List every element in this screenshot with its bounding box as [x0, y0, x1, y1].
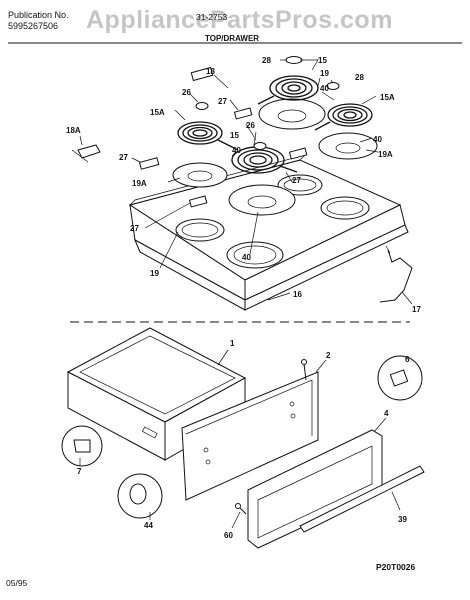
leader-lines-top — [79, 59, 413, 305]
callout-40-top: 40 — [320, 84, 329, 93]
callout-labels: 28 15 18 19 28 26 27 40 15A 15A 26 15 40… — [66, 56, 421, 540]
drip-bowl-19A-left — [172, 162, 228, 188]
callout-19A-left: 19A — [132, 179, 147, 188]
callout-19-lower: 19 — [150, 269, 159, 278]
callout-16: 16 — [293, 290, 302, 299]
cooktop-assembly — [128, 154, 409, 311]
cooktop-lip-right — [244, 224, 409, 311]
drip-bowl-19A-right — [318, 132, 378, 160]
watermark: AppliancePartsPros.com — [86, 6, 393, 34]
element-15A-left — [177, 121, 239, 151]
bracket-18A — [77, 144, 101, 159]
cap-28-top — [285, 56, 303, 64]
callout-19-top: 19 — [320, 69, 329, 78]
callout-6: 6 — [405, 355, 410, 364]
callout-27-top: 27 — [218, 97, 227, 106]
drip-bowl-19-rear-center — [277, 109, 307, 123]
callout-60: 60 — [224, 531, 233, 540]
small-parts — [71, 56, 340, 208]
knob-26-center — [253, 142, 267, 150]
leader-lines-bottom — [79, 349, 401, 529]
callout-1: 1 — [230, 339, 235, 348]
callout-15A-right: 15A — [380, 93, 395, 102]
callout-27-center: 27 — [292, 176, 301, 185]
bracket-27-b — [233, 107, 253, 120]
callout-26-left: 26 — [182, 88, 191, 97]
callout-44: 44 — [144, 521, 153, 530]
callout-15-center: 15 — [230, 131, 239, 140]
inset-details — [61, 355, 423, 519]
date-code: 05/95 — [6, 578, 28, 588]
wire-17 — [379, 249, 413, 303]
bracket-27-d — [188, 195, 208, 208]
burner-well-left-front — [175, 218, 225, 242]
callout-2: 2 — [326, 351, 331, 360]
callout-27-lower: 27 — [130, 224, 139, 233]
burner-well-right-front — [320, 196, 370, 220]
drawer-assembly — [66, 327, 425, 549]
callout-15-top: 15 — [318, 56, 327, 65]
publication-number: 5995267506 — [8, 21, 59, 31]
publication-label: Publication No. — [8, 10, 69, 20]
drip-bowl-19-front — [228, 184, 296, 216]
bracket-27-a — [138, 157, 160, 170]
callout-18A: 18A — [66, 126, 81, 135]
burner-well-right-rear — [277, 174, 323, 196]
callout-7: 7 — [77, 467, 82, 476]
callout-15A-left: 15A — [150, 108, 165, 117]
callout-17: 17 — [412, 305, 421, 314]
callout-19A-right: 19A — [378, 150, 393, 159]
callout-40-lower: 40 — [242, 253, 251, 262]
knob-26-left — [195, 102, 209, 110]
doc-number: 31-2753 — [196, 12, 228, 22]
drawer-front-panel — [181, 371, 319, 501]
callout-40-right: 40 — [373, 135, 382, 144]
drip-bowls — [172, 98, 378, 216]
bracket-27-c — [288, 147, 308, 160]
callout-18: 18 — [206, 67, 215, 76]
callout-40-center: 40 — [232, 146, 241, 155]
section-title: TOP/DRAWER — [205, 34, 260, 43]
callout-28-right: 28 — [355, 73, 364, 82]
callout-28-top: 28 — [262, 56, 271, 65]
burner-well-right-front-inner — [326, 200, 364, 216]
element-15A-right — [314, 103, 373, 131]
callout-39: 39 — [398, 515, 407, 524]
callout-27-left: 27 — [119, 153, 128, 162]
burner-well-left-front-inner — [181, 222, 219, 238]
drawer-box-inner — [79, 335, 236, 415]
receptacle-18 — [190, 66, 214, 82]
burner-well-center-front-inner — [233, 245, 277, 265]
element-15-rear — [257, 75, 319, 105]
burner-well-right-rear-inner — [283, 178, 317, 192]
drip-bowl-19A-right-center — [335, 142, 361, 154]
drawer-handle — [299, 465, 425, 533]
callout-26-center: 26 — [246, 121, 255, 130]
drip-bowl-19A-left-center — [187, 170, 213, 182]
drip-bowl-19-front-center — [247, 195, 277, 209]
callout-4: 4 — [384, 409, 389, 418]
figure-code: P20T0026 — [376, 562, 416, 572]
drip-bowl-19-rear — [258, 98, 326, 130]
